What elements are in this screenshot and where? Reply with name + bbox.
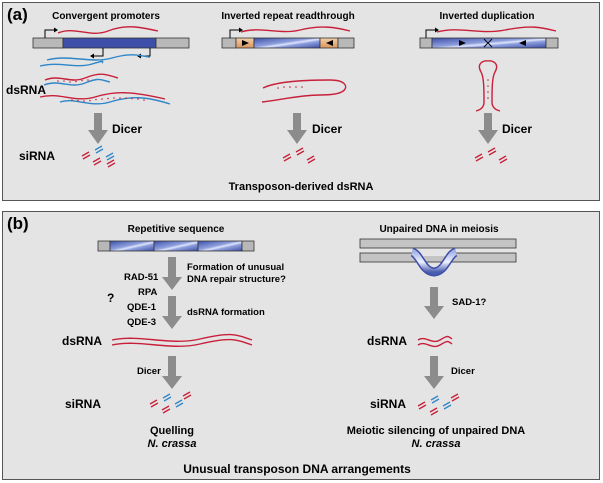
dicer-label-a2: Dicer [312,122,343,136]
sirna-label-b-left: siRNA [65,397,102,411]
long-dsrna [111,333,253,347]
short-dsrna [417,335,453,348]
dsrna-label-b-left: dsRNA [62,334,103,348]
sirna-cluster-a2 [282,147,316,164]
dicer-label-a1: Dicer [112,122,143,136]
dicer-arrow-a1 [88,113,108,144]
dicer-arrow-a2 [287,113,307,144]
dicer-label-a3: Dicer [502,122,533,136]
dsrna-duplex-short [43,73,119,86]
inverted-duplication-gene [419,27,559,49]
right-title: Unpaired DNA in meiosis [379,224,499,235]
left-process-arrows [162,257,182,389]
inverted-repeat-gene [221,27,355,49]
msud-caption: Meiotic silencing of unpaired DNA [346,425,526,437]
repetitive-sequence-gene [97,240,255,252]
antisense-transcript-1 [46,54,151,61]
sad1-arrow [424,287,444,319]
panel-a-frame [2,2,600,201]
left-title: Repetitive sequence [127,224,225,235]
dsrna-formation-arrow [162,296,182,329]
duplication-transcript [436,26,557,33]
panel-a-tag: (a) [7,5,28,24]
dicer-arrow-b1 [162,356,182,389]
panel-a-footer: Transposon-derived dsRNA [228,181,374,193]
col1-title: Convergent promoters [52,11,160,22]
dicer-arrow-b2 [424,356,444,389]
antisense-transcript-2 [39,60,104,67]
sirna-cluster-b1 [149,391,192,414]
factor-qde3: QDE-3 [127,317,157,328]
sirna-cluster-a3 [474,147,508,164]
dicer-label-b-left: Dicer [137,366,161,377]
panel-b-footer: Unusual transposon DNA arrangements [183,462,411,476]
dsrna-duplex-long [39,92,171,105]
unknown-factor-mark: ? [107,291,115,305]
repair-question-line1: Formation of unusual [187,262,285,273]
sirna-label-a: siRNA [19,149,56,163]
unpaired-dna-loop [359,238,517,277]
col2-title: Inverted repeat readthrough [221,11,355,22]
panel-b-tag: (b) [7,214,29,233]
reverse-repeat-arrow-icon [326,40,333,46]
right-process-arrows [424,287,444,389]
quelling-species: N. crassa [147,438,197,450]
convergent-promoters-gene [32,27,190,59]
repair-structure-arrow [162,257,182,290]
factor-qde1: QDE-1 [127,302,157,313]
sirna-label-b-right: siRNA [370,397,407,411]
dsrna-formation-label: dsRNA formation [187,307,265,318]
sirna-cluster-b2 [417,393,460,416]
dicer-arrows-a [88,113,498,144]
dicer-arrow-a3 [478,113,498,144]
dicer-label-b-right: Dicer [451,366,475,377]
factor-rpa: RPA [138,287,158,298]
quelling-caption: Quelling [150,425,194,437]
sense-transcript [57,26,159,34]
col3-title: Inverted duplication [439,11,535,22]
dsrna-label-b-right: dsRNA [367,334,408,348]
readthrough-transcript [240,26,351,33]
factor-rad51: RAD-51 [124,272,159,283]
sirna-cluster-a1 [81,145,116,168]
msud-species: N. crassa [411,438,461,450]
dsrna-label-a: dsRNA [6,83,47,97]
stem-loop-rna [475,60,501,112]
forward-repeat-arrow-icon [242,40,249,46]
sad1-label: SAD-1? [452,297,487,308]
hairpin-rna [261,79,347,103]
repair-question-line2: DNA repair structure? [187,274,286,285]
